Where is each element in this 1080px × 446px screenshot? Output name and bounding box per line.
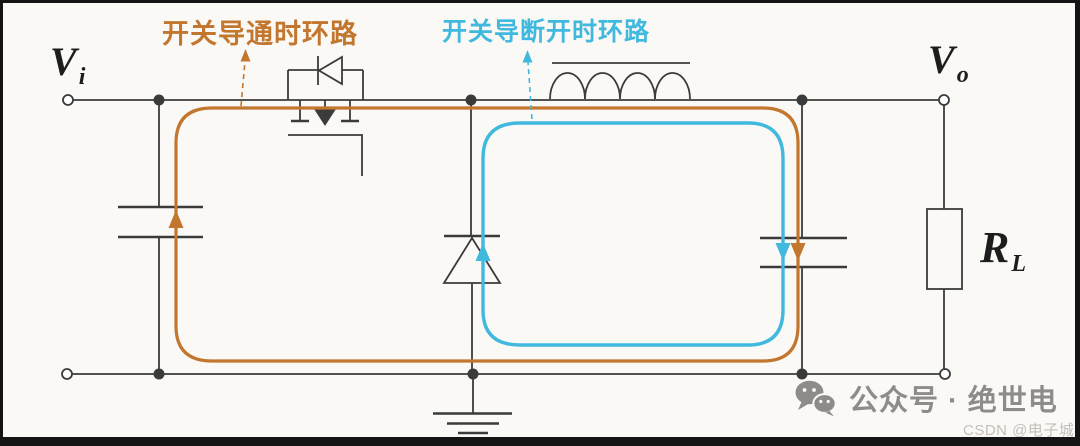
wechat-icon bbox=[795, 380, 837, 417]
ground-symbol bbox=[433, 374, 512, 435]
body-diode bbox=[317, 55, 343, 86]
input-terminal bbox=[62, 94, 74, 106]
switch-off-loop-caption: 开关导断开时环路 bbox=[442, 18, 651, 46]
output-terminal bbox=[938, 94, 950, 106]
vo-main: V bbox=[928, 37, 955, 82]
switch-off-loop-path bbox=[475, 121, 791, 347]
freewheel-diode bbox=[442, 100, 502, 374]
switch-on-loop-path bbox=[168, 106, 806, 363]
input-voltage-label: Vi bbox=[50, 39, 85, 90]
wechat-watermark-text: 公众号 · 绝世电 bbox=[849, 385, 1058, 417]
off-loop-down-arrow bbox=[775, 243, 791, 261]
output-voltage-label: Vo bbox=[928, 37, 969, 88]
gate-lead bbox=[288, 134, 363, 176]
vi-sub: i bbox=[78, 64, 86, 90]
diagram-canvas bbox=[3, 3, 1075, 437]
off-loop-up-arrow bbox=[475, 243, 491, 261]
mosfet-arrow bbox=[314, 109, 336, 126]
input-return-terminal bbox=[61, 368, 73, 380]
rl-sub: L bbox=[1011, 251, 1027, 277]
inductor bbox=[549, 62, 691, 100]
off-loop-leader bbox=[522, 50, 533, 120]
csdn-watermark-text: CSDN @电子城 bbox=[963, 422, 1075, 439]
input-capacitor bbox=[118, 100, 203, 374]
top-rail bbox=[62, 94, 950, 106]
load-resistor bbox=[926, 105, 963, 369]
bottom-rail bbox=[61, 368, 951, 380]
switch-on-loop-caption: 开关导通时环路 bbox=[162, 19, 358, 49]
on-loop-up-arrow bbox=[168, 210, 184, 228]
load-resistor-label: RL bbox=[980, 223, 1026, 277]
vo-sub: o bbox=[956, 62, 969, 88]
on-loop-down-arrow bbox=[790, 243, 806, 261]
output-return-terminal bbox=[939, 368, 951, 380]
vi-main: V bbox=[50, 39, 77, 84]
rl-main: R bbox=[980, 223, 1010, 272]
mosfet-switch bbox=[287, 55, 364, 176]
wechat-watermark: 公众号 · 绝世电 bbox=[793, 377, 1058, 419]
on-loop-leader bbox=[240, 49, 251, 107]
output-capacitor bbox=[760, 100, 847, 374]
